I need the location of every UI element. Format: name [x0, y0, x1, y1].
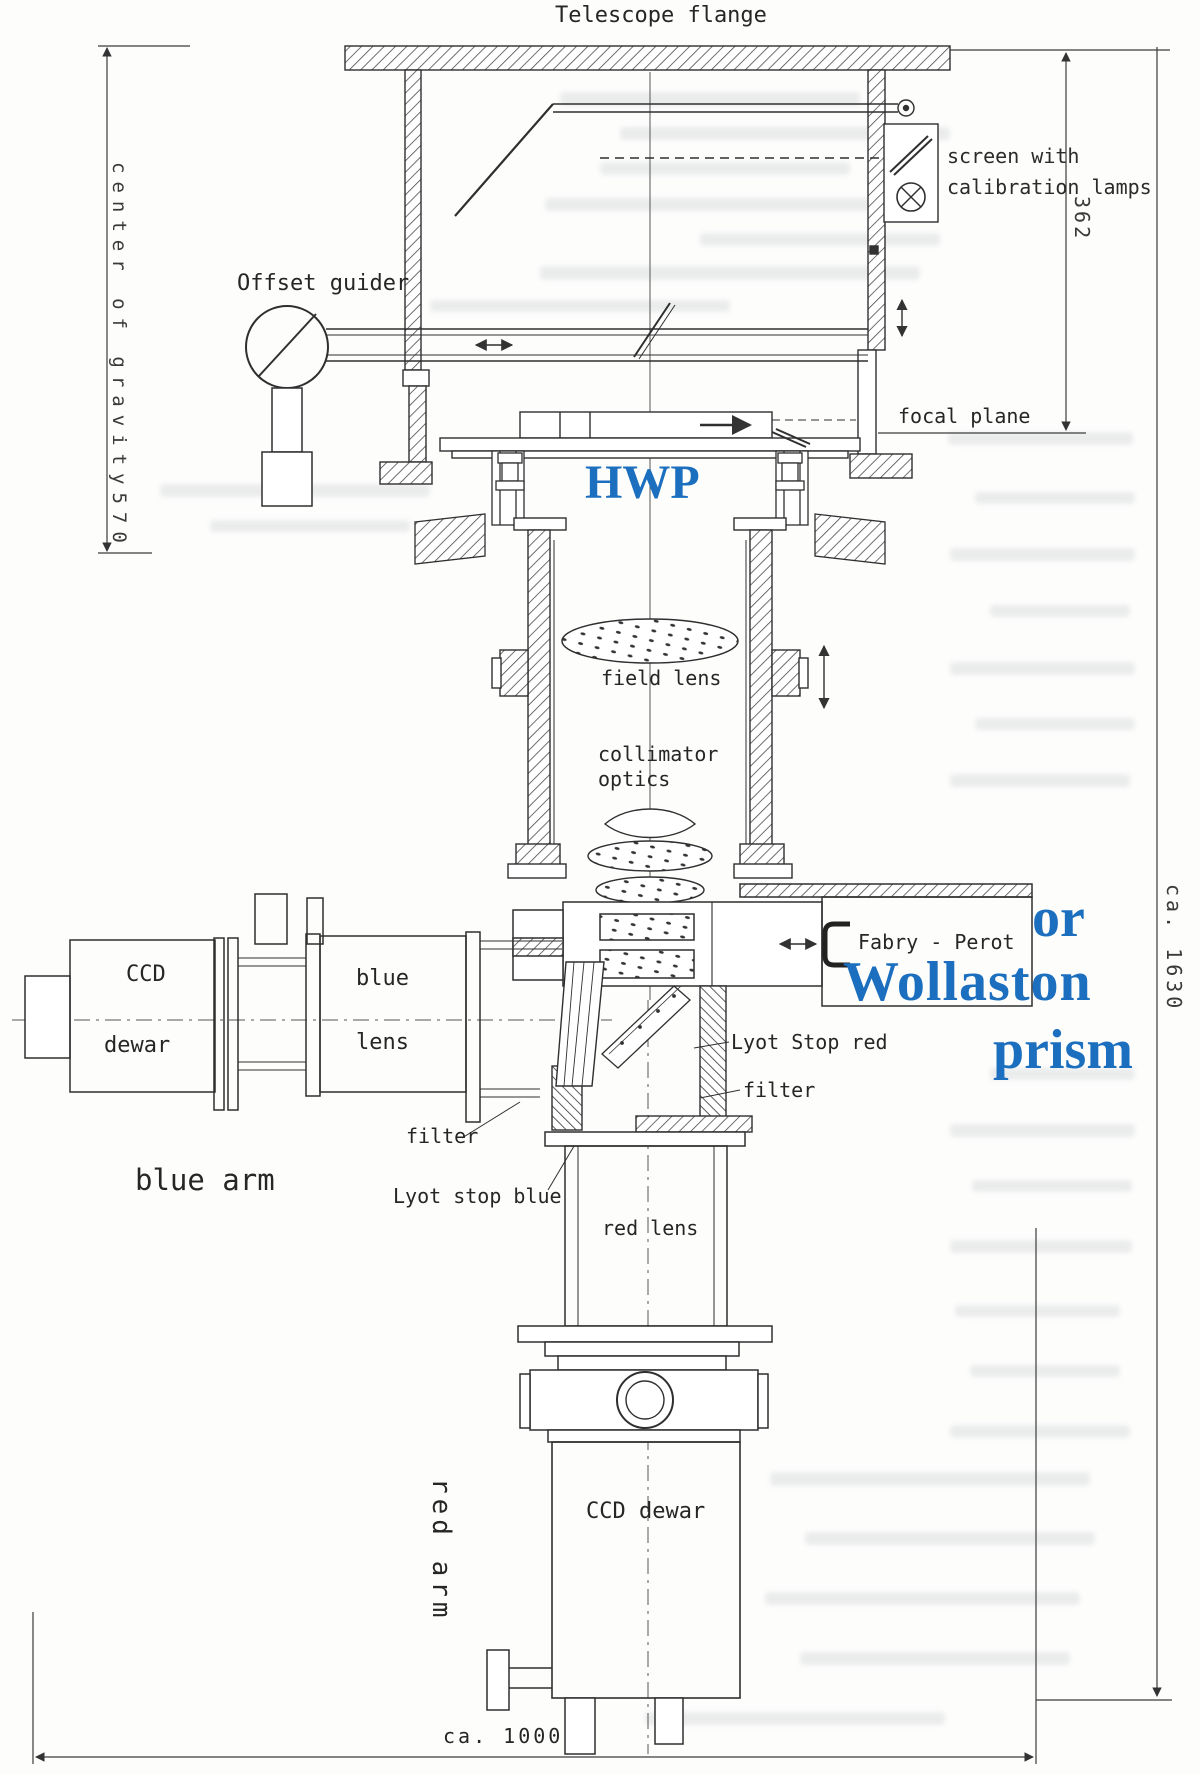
dimension-center-of-gravity: center of gravity570	[108, 162, 130, 551]
label-red-arm: red arm	[426, 1478, 456, 1623]
label-filter-blue: filter	[406, 1124, 479, 1148]
red-arm-assembly	[486, 1131, 773, 1755]
label-collimator-line2: optics	[598, 767, 671, 791]
etalon-icon	[822, 921, 850, 968]
label-lens: lens	[356, 1030, 409, 1056]
label-calibration-lamps: calibration lamps	[947, 175, 1152, 199]
label-blue-lens: blue lens	[356, 966, 409, 1057]
annotation-prism: prism	[993, 1019, 1133, 1081]
bleedthrough-artifact	[990, 605, 1130, 617]
collimator-tube	[491, 517, 830, 863]
bleedthrough-artifact	[950, 1240, 1132, 1253]
label-ccd-dewar-red: CCD dewar	[586, 1499, 706, 1524]
camera-port-icon	[616, 1371, 674, 1429]
bleedthrough-artifact	[210, 520, 410, 532]
bleedthrough-artifact	[972, 1180, 1132, 1192]
annotation-hwp: HWP	[585, 456, 700, 509]
dimension-362: 362	[1070, 196, 1094, 242]
bleedthrough-artifact	[990, 1068, 1135, 1080]
label-offset-guider: Offset guider	[237, 271, 410, 296]
bleedthrough-artifact	[950, 1425, 1130, 1438]
filter-shutter-box	[512, 901, 823, 987]
label-focal-plane: focal plane	[898, 404, 1031, 428]
bleedthrough-artifact	[950, 548, 1135, 561]
bleedthrough-artifact	[545, 198, 875, 211]
bleedthrough-artifact	[560, 92, 860, 106]
label-red-lens: red lens	[602, 1216, 699, 1240]
bleedthrough-artifact	[950, 774, 1130, 787]
label-telescope-flange: Telescope flange	[555, 3, 767, 28]
annotation-or: or	[1032, 887, 1085, 949]
dimension-ca-1000: ca. 1000	[443, 1724, 564, 1748]
telescope-adapter	[344, 45, 951, 485]
bleedthrough-artifact	[430, 300, 730, 312]
bleedthrough-artifact	[975, 492, 1135, 504]
label-collimator-line1: collimator	[598, 742, 719, 766]
label-fabry-perot: Fabry - Perot	[858, 930, 1015, 954]
blue-arm-assembly	[24, 893, 562, 1123]
calibration-unit	[883, 123, 939, 223]
bleedthrough-artifact	[950, 1124, 1135, 1137]
bleedthrough-artifact	[970, 1365, 1120, 1377]
label-ccd-dewar-blue: CCD dewar	[104, 962, 170, 1060]
bleedthrough-artifact	[765, 1592, 1080, 1605]
bleedthrough-artifact	[955, 1305, 1120, 1317]
collimator-lenses	[507, 808, 793, 904]
offset-guider	[245, 302, 868, 507]
bleedthrough-artifact	[975, 718, 1135, 730]
label-ccd: CCD	[126, 962, 166, 987]
label-calibration-screen: screen with calibration lamps	[947, 141, 1152, 203]
annotation-wollaston: Wollaston	[843, 951, 1092, 1013]
field-lens	[561, 618, 739, 664]
focal-plane-stage	[439, 411, 861, 459]
label-blue: blue	[356, 966, 409, 991]
calibration-lamp-icon	[896, 182, 926, 212]
label-blue-arm: blue arm	[135, 1163, 275, 1197]
bleedthrough-artifact	[645, 1712, 945, 1725]
bleedthrough-artifact	[800, 1652, 1070, 1665]
bleedthrough-artifact	[950, 662, 1135, 675]
label-screen-with: screen with	[947, 144, 1080, 168]
dimension-ca-1630: ca. 1630	[1162, 884, 1186, 1013]
bleedthrough-artifact	[948, 432, 1133, 445]
fabry-perot-unit	[739, 883, 1033, 1007]
bleedthrough-artifact	[770, 1472, 1090, 1486]
label-collimator: collimator optics	[598, 742, 718, 792]
bleedthrough-artifact	[540, 266, 920, 280]
dichroic-beamsplitter	[461, 961, 753, 1191]
bleedthrough-artifact	[600, 162, 850, 175]
label-lyot-stop-red: Lyot Stop red	[731, 1030, 888, 1054]
label-field-lens: field lens	[601, 666, 722, 690]
bleedthrough-artifact	[805, 1532, 1095, 1545]
label-lyot-stop-blue: Lyot stop blue	[393, 1184, 562, 1208]
dimension-lines	[32, 45, 1172, 1764]
label-filter-red: filter	[743, 1078, 816, 1102]
rotator-support	[414, 450, 886, 565]
label-dewar: dewar	[104, 1033, 171, 1059]
